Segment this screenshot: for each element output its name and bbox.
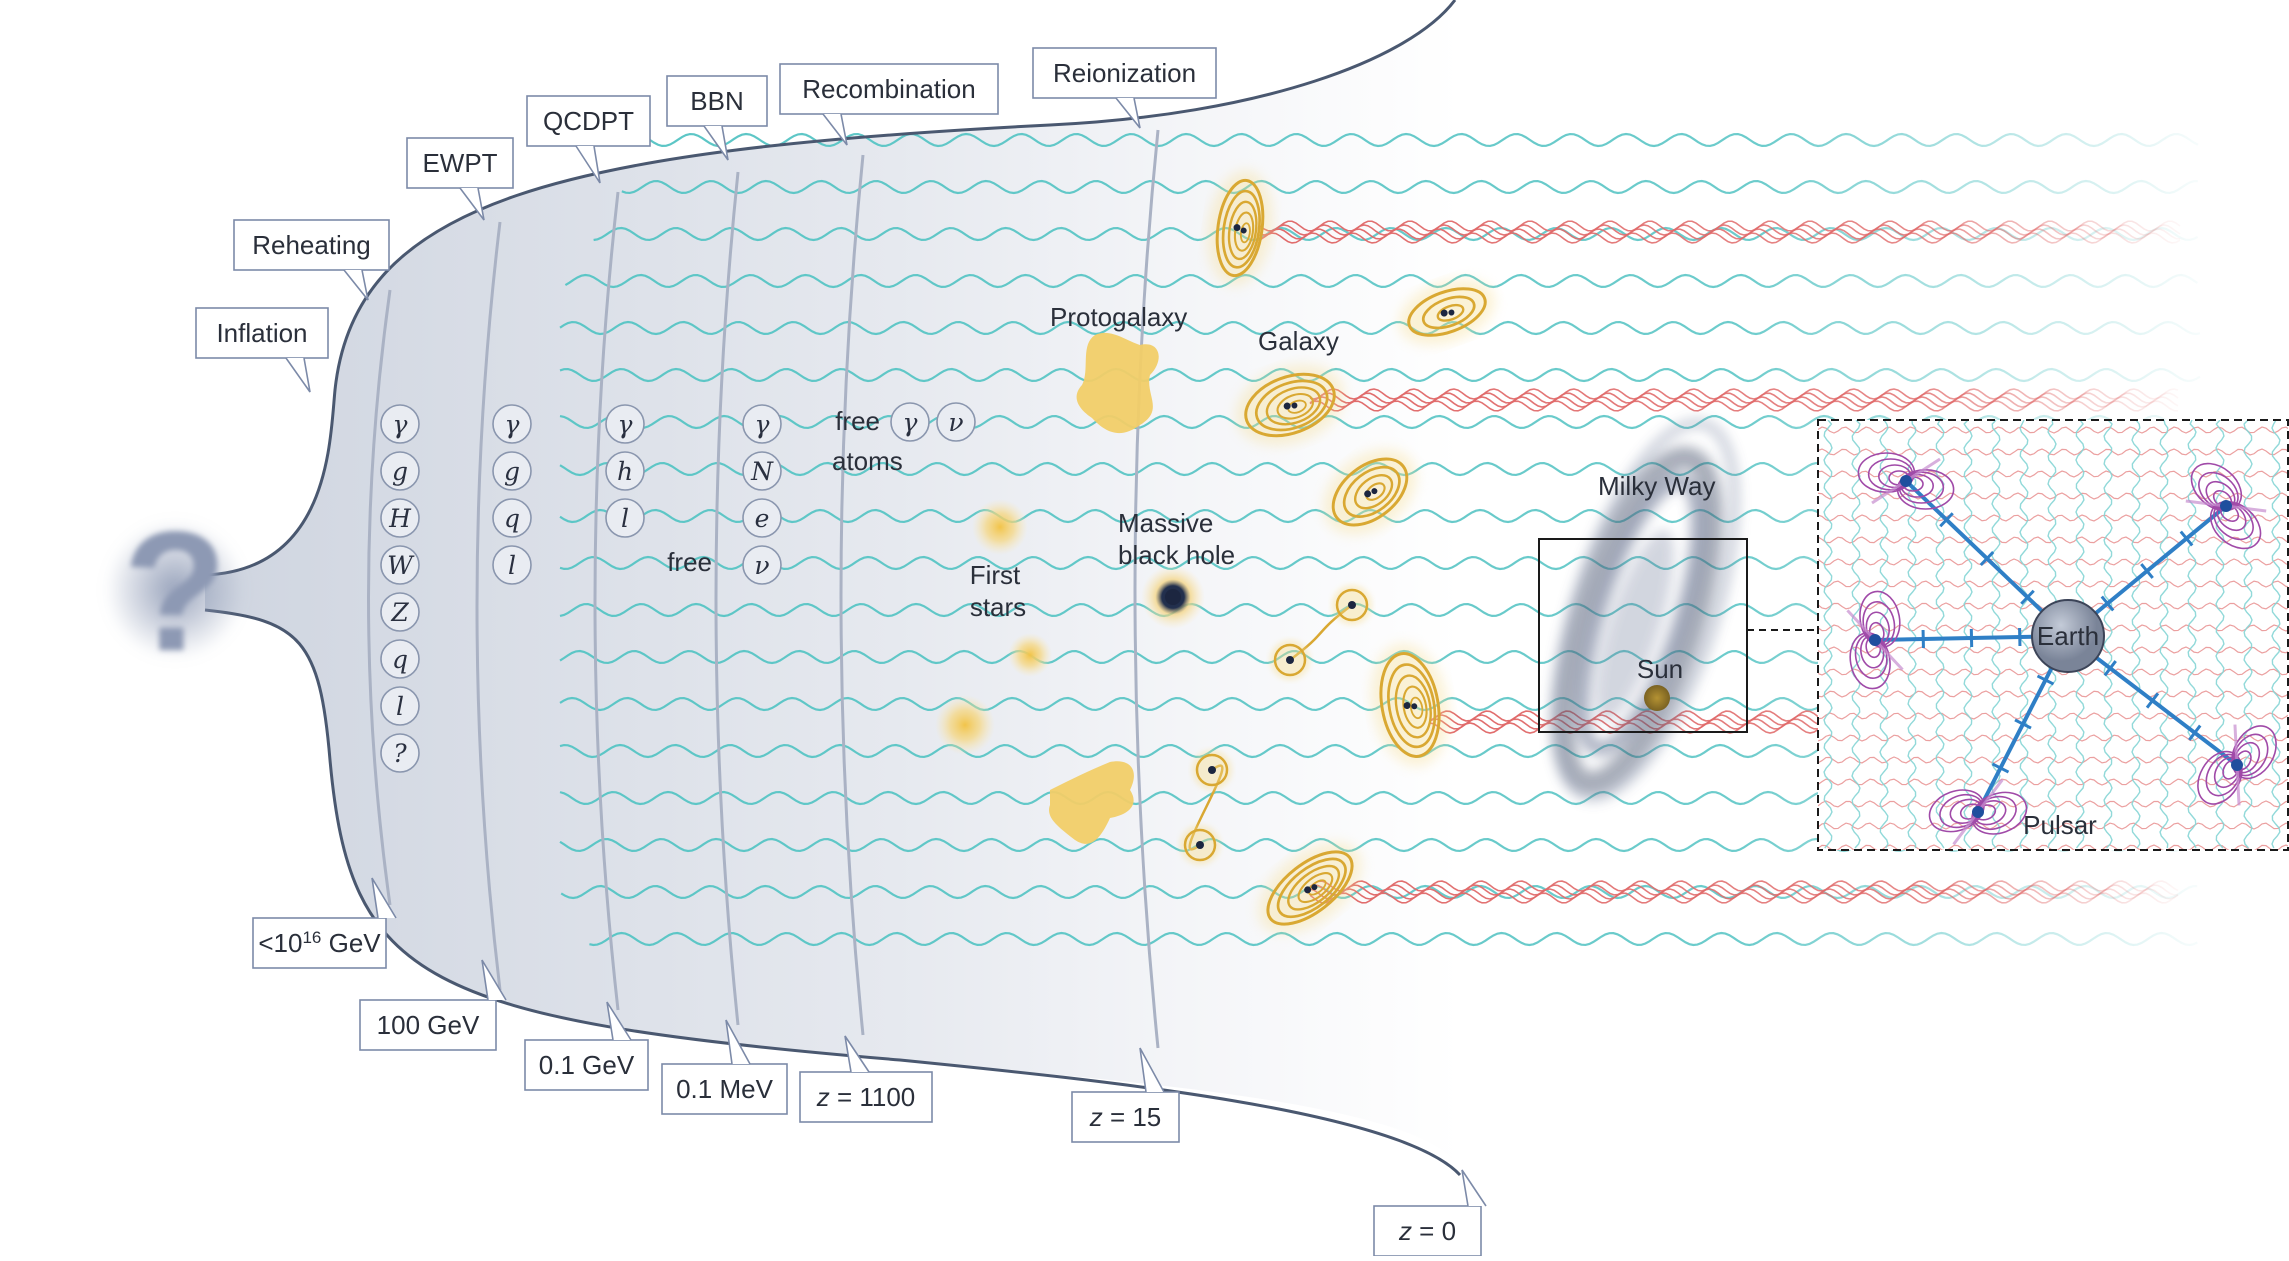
sun — [1644, 685, 1670, 711]
svg-text:γ: γ — [505, 410, 520, 439]
first-stars-label-1: First — [970, 560, 1021, 590]
energy-exponent: 16 — [302, 928, 321, 947]
redshift-value: = 0 — [1412, 1216, 1456, 1246]
first-star-3 — [935, 695, 995, 755]
epoch-label-reheating-text: Reheating — [252, 230, 371, 260]
free-label-recomb: free — [835, 406, 880, 436]
milky-way-label: Milky Way — [1598, 471, 1715, 501]
particle-col3-0: γ — [606, 405, 644, 443]
particle-col2-1: g — [493, 452, 531, 490]
particle-col1-0: γ — [381, 405, 419, 443]
svg-text:l: l — [396, 692, 404, 721]
svg-text:g: g — [504, 457, 520, 486]
particle-col4-2: e — [743, 499, 781, 537]
redshift-value: = 15 — [1103, 1102, 1162, 1132]
svg-text:H: H — [388, 504, 412, 533]
svg-text:Z: Z — [390, 598, 409, 627]
earth-label: Earth — [2037, 621, 2099, 651]
redshift-label-today-text: z = 0 — [1398, 1216, 1456, 1246]
particle-col1-3: W — [381, 546, 419, 584]
particle-col4-0: γ — [743, 405, 781, 443]
particle-col1-1: g — [381, 452, 419, 490]
svg-text:ν: ν — [754, 551, 769, 580]
epoch-label-reheating: Reheating — [234, 220, 389, 300]
free-label-bbn: free — [667, 547, 712, 577]
svg-text:ν: ν — [948, 408, 963, 437]
earth: Earth — [2032, 600, 2104, 672]
svg-text:l: l — [621, 504, 629, 533]
energy-label-ewpt-text: 100 GeV — [377, 1010, 480, 1040]
pulsar-label: Pulsar — [2023, 810, 2097, 840]
particle-col3-2: l — [606, 499, 644, 537]
energy-unit: GeV — [321, 928, 381, 958]
svg-text:γ: γ — [618, 410, 633, 439]
svg-text:g: g — [392, 457, 408, 486]
energy-prefix: <10 — [258, 928, 302, 958]
energy-label-inflation: <1016 GeV — [253, 878, 396, 968]
particle-col1-4: Z — [381, 593, 419, 631]
mbh-label-1: Massive — [1118, 508, 1213, 538]
redshift-symbol: z — [816, 1082, 830, 1112]
svg-text:q: q — [392, 645, 408, 674]
origin-question: ? — [105, 497, 245, 687]
particle-col1-5: q — [381, 640, 419, 678]
epoch-label-qcdpt-text: QCDPT — [543, 106, 634, 136]
particle-col1-7: ? — [381, 734, 419, 772]
universe-expansion-shape — [205, 0, 1460, 1170]
galaxy-label: Galaxy — [1258, 326, 1339, 356]
epoch-label-inflation: Inflation — [196, 308, 328, 392]
svg-text:W: W — [387, 551, 415, 580]
particle-col5-1: ν — [937, 403, 975, 441]
particle-col4-3: ν — [743, 546, 781, 584]
first-star-2 — [1008, 633, 1052, 677]
mbh-label-2: black hole — [1118, 540, 1235, 570]
first-stars-label-2: stars — [970, 592, 1026, 622]
svg-text:γ: γ — [903, 408, 918, 437]
svg-text:q: q — [504, 504, 520, 533]
particle-col2-3: l — [493, 546, 531, 584]
redshift-label-recombination-text: z = 1100 — [816, 1082, 916, 1112]
particle-col2-0: γ — [493, 405, 531, 443]
redshift-value: = 1100 — [830, 1082, 916, 1112]
svg-text:h: h — [617, 457, 633, 486]
particle-col1-6: l — [381, 687, 419, 725]
protogalaxy-label: Protogalaxy — [1050, 302, 1187, 332]
epoch-label-reionization-text: Reionization — [1053, 58, 1196, 88]
sun-label: Sun — [1637, 654, 1683, 684]
svg-text:?: ? — [393, 739, 407, 768]
first-star-1 — [972, 499, 1028, 555]
origin-question-mark: ? — [123, 497, 227, 687]
redshift-label-reionization-text: z = 15 — [1089, 1102, 1162, 1132]
particle-col3-1: h — [606, 452, 644, 490]
atoms-label: atoms — [832, 446, 903, 476]
epoch-label-ewpt-text: EWPT — [422, 148, 497, 178]
epoch-label-recombination-text: Recombination — [802, 74, 975, 104]
energy-label-bbn-text: 0.1 MeV — [676, 1074, 773, 1104]
epoch-label-bbn-text: BBN — [690, 86, 743, 116]
redshift-symbol: z — [1398, 1216, 1412, 1246]
svg-text:γ: γ — [393, 410, 408, 439]
svg-text:γ: γ — [755, 410, 770, 439]
particle-col1-2: H — [381, 499, 419, 537]
epoch-label-inflation-text: Inflation — [216, 318, 307, 348]
svg-text:l: l — [508, 551, 516, 580]
svg-text:N: N — [750, 457, 774, 486]
particle-col2-2: q — [493, 499, 531, 537]
redshift-symbol: z — [1089, 1102, 1103, 1132]
svg-text:e: e — [755, 504, 770, 533]
particle-col5-0: γ — [891, 403, 929, 441]
energy-label-qcdpt-text: 0.1 GeV — [539, 1050, 635, 1080]
particle-col4-1: N — [743, 452, 781, 490]
